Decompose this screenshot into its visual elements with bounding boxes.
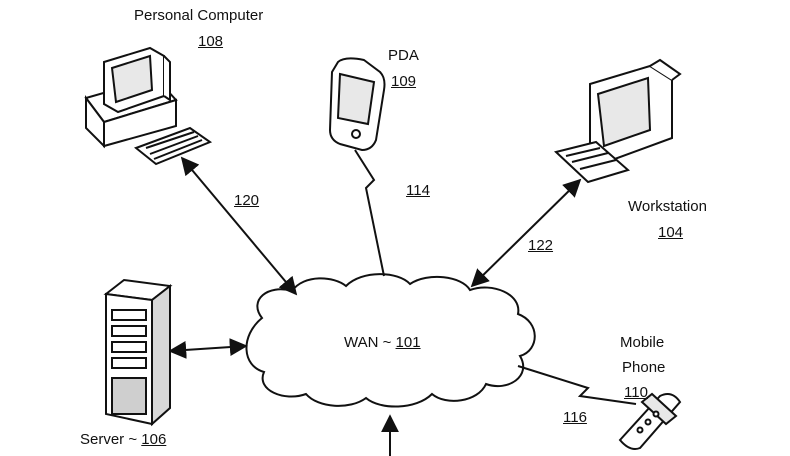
link-120-label: 120 [234, 192, 260, 209]
link-server-line [168, 338, 248, 359]
wan-cloud [245, 273, 536, 408]
mobile-phone-name-2: Phone [622, 359, 666, 376]
wan-name: WAN ~ [344, 334, 392, 351]
wan-label: WAN ~ 101 [344, 334, 421, 351]
personal-computer-ref: 108 [198, 33, 224, 50]
pda-name: PDA [388, 47, 419, 64]
link-116-wireless [517, 365, 637, 405]
personal-computer-label: Personal Computer [134, 7, 263, 24]
pda-ref: 109 [391, 73, 417, 90]
workstation-ref: 104 [658, 224, 684, 241]
link-122-label: 122 [528, 237, 554, 254]
server-label: Server ~ 106 [80, 431, 166, 448]
personal-computer-name: Personal Computer [134, 7, 264, 24]
workstation-icon [553, 58, 682, 184]
server-ref: 106 [141, 431, 167, 448]
server-icon [103, 278, 173, 427]
mobile-phone-name-1: Mobile [620, 334, 665, 351]
link-114-wireless [354, 149, 385, 277]
link-122-line [470, 178, 582, 288]
mobile-phone-ref: 110 [624, 384, 648, 401]
pda-icon [328, 57, 386, 152]
link-114-label: 114 [406, 182, 430, 199]
wan-ref: 101 [395, 334, 421, 351]
mobile-phone-icon [618, 392, 682, 450]
link-116-label: 116 [563, 409, 587, 426]
personal-computer-icon [84, 46, 213, 166]
workstation-name: Workstation [628, 198, 707, 215]
server-name: Server ~ [80, 431, 138, 448]
link-120-line [180, 156, 298, 296]
